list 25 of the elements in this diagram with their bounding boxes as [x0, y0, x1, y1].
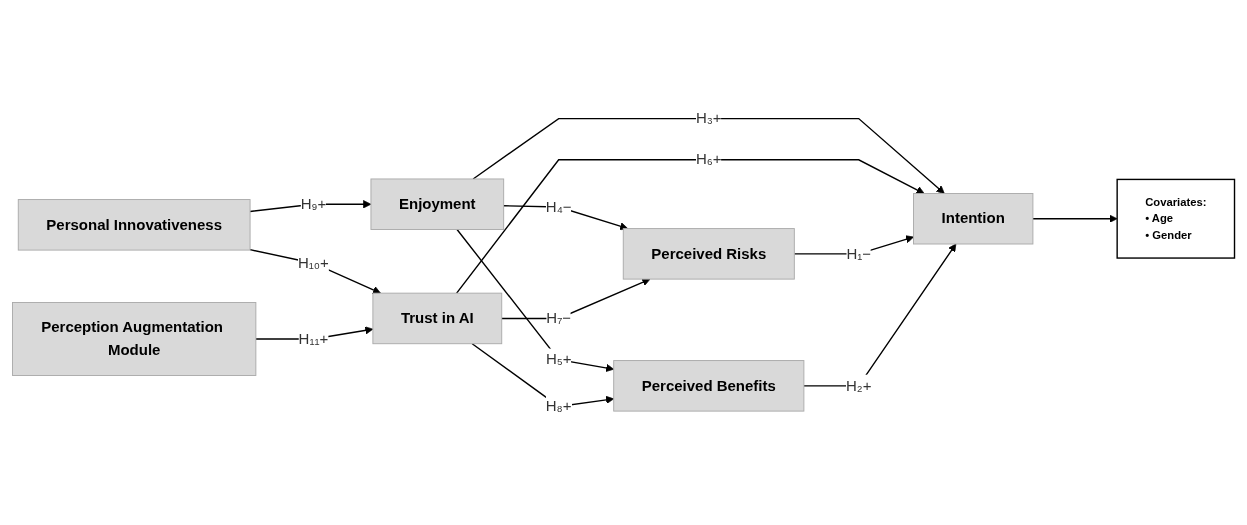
edge-label: H₈+: [545, 398, 572, 414]
node-box: Perception Augmentation Module: [12, 302, 257, 376]
arrow: [455, 159, 925, 294]
edge-label: H₇−: [546, 310, 572, 326]
edge-label: H₅+: [545, 351, 572, 368]
node-box: Trust in AI: [372, 292, 503, 345]
edge-label: H₁−: [846, 245, 872, 262]
node-box: Enjoyment: [370, 178, 505, 230]
node-box: Personal Innovativeness: [17, 199, 251, 251]
arrow: [472, 117, 945, 194]
edge-label: H₃+: [695, 110, 722, 127]
edge-label: H₉+: [300, 195, 327, 212]
edge-label: H₂+: [846, 377, 872, 394]
arrow: [471, 343, 615, 408]
arrow: [249, 248, 381, 294]
edge-label: H₆+: [695, 151, 722, 168]
edge-label: H₁₀+: [297, 254, 329, 271]
node-box: Covariates: • Age • Gender: [1116, 178, 1236, 259]
arrow: [1032, 214, 1118, 223]
node-box: Intention: [913, 193, 1034, 245]
edge-label: H₁₁+: [298, 330, 329, 347]
node-box: Perceived Benefits: [613, 360, 805, 412]
node-box: Perceived Risks: [622, 228, 795, 280]
edge-label: H₄−: [545, 198, 572, 215]
arrow: [456, 228, 615, 372]
